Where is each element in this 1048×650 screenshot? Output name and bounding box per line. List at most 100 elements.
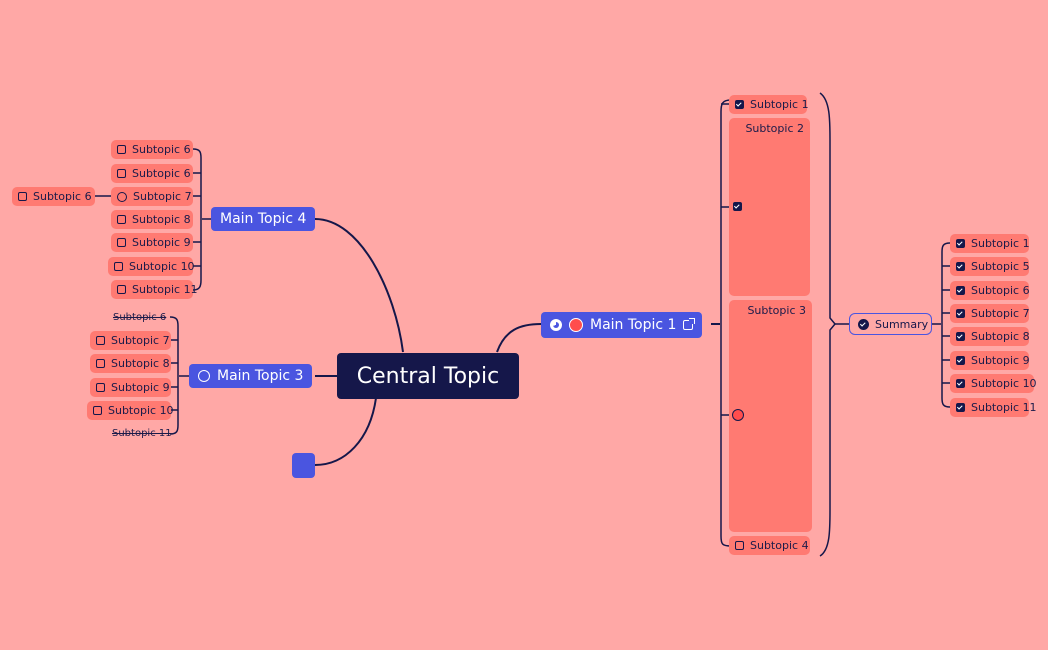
subtopic[interactable]: Subtopic 10	[87, 401, 174, 420]
subtopic[interactable]: Subtopic 8	[111, 210, 193, 229]
summary-subtopic[interactable]: Subtopic 6	[950, 281, 1030, 300]
subtopic-struck[interactable]: Subtopic 11	[112, 424, 172, 443]
bracket-main3	[169, 316, 179, 435]
subtopic-label: Subtopic 8	[132, 213, 191, 226]
main-topic-3[interactable]: Main Topic 3	[189, 364, 313, 388]
subtopic[interactable]: Subtopic 6	[111, 164, 193, 183]
connector-central-floating	[314, 397, 377, 466]
circle-icon[interactable]	[117, 191, 127, 202]
checkbox-checked-icon[interactable]	[956, 332, 965, 341]
checkbox-checked-icon[interactable]	[956, 356, 965, 365]
checkbox-icon[interactable]	[96, 359, 105, 368]
summary-topic[interactable]: Summary	[849, 313, 932, 335]
checkbox-checked-icon[interactable]	[733, 202, 742, 211]
subtopic-label: Subtopic 6	[132, 167, 191, 180]
main-topic-4[interactable]: Main Topic 4	[211, 207, 316, 231]
red-marker-icon	[732, 409, 744, 421]
empty-topic-node[interactable]	[292, 453, 315, 478]
checkbox-checked-icon[interactable]	[956, 403, 965, 412]
subtopic[interactable]: Subtopic 10	[108, 257, 195, 276]
subtopic[interactable]: Subtopic 8	[90, 354, 171, 373]
checkbox-checked-icon[interactable]	[956, 379, 965, 388]
main-topic-3-label: Main Topic 3	[217, 368, 304, 384]
bracket-main1	[720, 99, 732, 547]
summary-subtopic[interactable]: Subtopic 7	[950, 304, 1030, 323]
checkbox-icon[interactable]	[735, 541, 744, 550]
summary-subtopic[interactable]: Subtopic 10	[950, 374, 1037, 393]
subtopic-label: Subtopic 7	[971, 307, 1030, 320]
subtopic-label: Subtopic 6	[113, 312, 167, 323]
summary-subtopic[interactable]: Subtopic 8	[950, 327, 1030, 346]
summary-subtopic[interactable]: Subtopic 1	[950, 234, 1030, 253]
subtopic-label: Subtopic 3	[747, 304, 806, 317]
checkbox-checked-icon[interactable]	[735, 100, 744, 109]
subtopic-label: Subtopic 2	[745, 122, 804, 135]
summary-subtopic[interactable]: Subtopic 9	[950, 351, 1030, 370]
subtopic[interactable]: Subtopic 7	[90, 331, 171, 350]
subtopic[interactable]: Subtopic 6	[111, 140, 193, 159]
subtopic-label: Subtopic 6	[33, 190, 92, 203]
checkbox-icon[interactable]	[96, 383, 105, 392]
bracket-summary	[941, 242, 951, 408]
subtopic-label: Subtopic 10	[971, 377, 1037, 390]
checkbox-icon[interactable]	[117, 169, 126, 178]
subtopic-label: Subtopic 1	[750, 98, 809, 111]
subtopic-label: Subtopic 11	[971, 401, 1037, 414]
subtopic-label: Subtopic 11	[132, 283, 198, 296]
checkbox-checked-icon[interactable]	[956, 262, 965, 271]
summary-brace	[819, 92, 836, 557]
subtopic-label: Subtopic 10	[129, 260, 195, 273]
subtopic[interactable]: Subtopic 7	[111, 187, 193, 206]
subtopic-struck[interactable]: Subtopic 6	[113, 308, 170, 327]
subtopic-label: Subtopic 8	[111, 357, 170, 370]
checkbox-icon[interactable]	[117, 215, 126, 224]
checkbox-icon[interactable]	[117, 145, 126, 154]
check-circle-icon[interactable]	[858, 318, 869, 330]
central-topic[interactable]: Central Topic	[337, 353, 519, 399]
subtopic-label: Subtopic 6	[971, 284, 1030, 297]
central-topic-label: Central Topic	[356, 363, 500, 389]
summary-subtopic[interactable]: Subtopic 5	[950, 257, 1030, 276]
external-link-icon[interactable]	[683, 318, 696, 330]
subtopic-label: Subtopic 6	[132, 143, 191, 156]
subtopic-2[interactable]: Subtopic 2	[729, 118, 810, 296]
subtopic-grandchild[interactable]: Subtopic 6	[12, 187, 95, 206]
subtopic-label: Subtopic 8	[971, 330, 1030, 343]
subtopic-4[interactable]: Subtopic 4	[729, 536, 810, 555]
checkbox-checked-icon[interactable]	[956, 309, 965, 318]
checkbox-icon[interactable]	[96, 336, 105, 345]
main-topic-1[interactable]: Main Topic 1	[541, 312, 703, 338]
red-dot-icon	[569, 318, 583, 332]
subtopic-label: Subtopic 11	[112, 428, 172, 439]
subtopic-label: Subtopic 7	[133, 190, 192, 203]
connector-central-main4	[314, 218, 404, 353]
subtopic-label: Subtopic 9	[132, 236, 191, 249]
subtopic[interactable]: Subtopic 9	[111, 233, 193, 252]
checkbox-icon[interactable]	[117, 238, 126, 247]
checkbox-checked-icon[interactable]	[956, 286, 965, 295]
subtopic-3[interactable]: Subtopic 3	[729, 300, 812, 532]
bracket-main4	[192, 148, 202, 291]
summary-label: Summary	[875, 317, 929, 331]
subtopic-label: Subtopic 7	[111, 334, 170, 347]
main-topic-4-label: Main Topic 4	[220, 211, 307, 227]
checkbox-checked-icon[interactable]	[956, 239, 965, 248]
checkbox-icon[interactable]	[114, 262, 123, 271]
subtopic-label: Subtopic 10	[108, 404, 174, 417]
main-topic-1-label: Main Topic 1	[590, 317, 677, 333]
progress-pie-icon	[550, 319, 562, 331]
checkbox-icon[interactable]	[117, 285, 126, 294]
subtopic-label: Subtopic 1	[971, 237, 1030, 250]
subtopic-label: Subtopic 9	[971, 354, 1030, 367]
subtopic[interactable]: Subtopic 11	[111, 280, 198, 299]
subtopic-label: Subtopic 9	[111, 381, 170, 394]
checkbox-icon[interactable]	[93, 406, 102, 415]
circle-icon	[198, 370, 210, 382]
checkbox-icon[interactable]	[18, 192, 27, 201]
subtopic-label: Subtopic 5	[971, 260, 1030, 273]
subtopic-1[interactable]: Subtopic 1	[729, 95, 809, 114]
summary-subtopic[interactable]: Subtopic 11	[950, 398, 1037, 417]
connector-central-main1	[496, 323, 542, 353]
subtopic[interactable]: Subtopic 9	[90, 378, 171, 397]
